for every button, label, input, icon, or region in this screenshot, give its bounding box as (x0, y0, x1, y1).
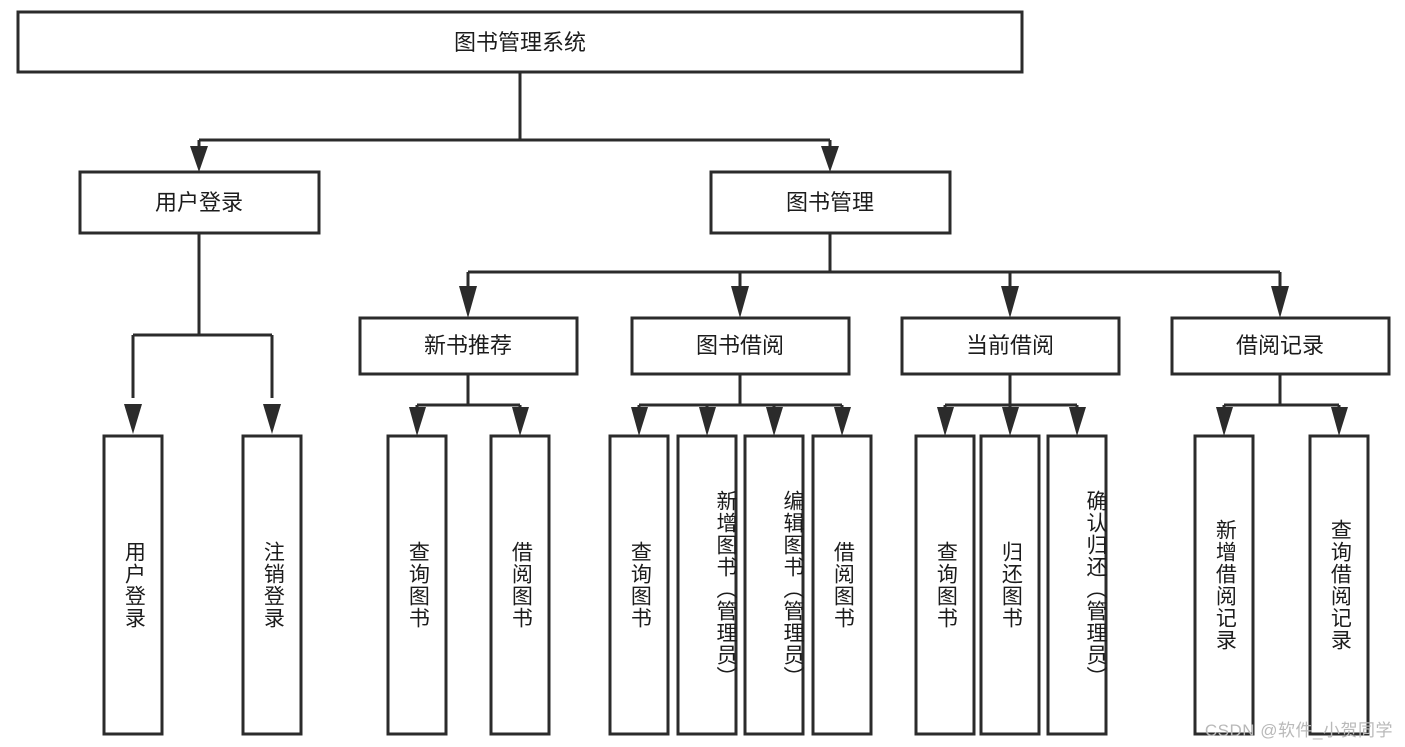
arrow-record-leaf-1 (1216, 407, 1233, 436)
arrow-to-book-manage (821, 146, 839, 172)
node-current-borrow-box[interactable] (900, 316, 1121, 376)
node-leaf-query-book-1-box[interactable] (386, 434, 448, 736)
node-leaf-borrow-book-1-box[interactable] (489, 434, 551, 736)
arrow-newbook-leaf-2 (512, 407, 529, 436)
node-leaf-borrow-book-2-box[interactable] (811, 434, 873, 736)
arrow-to-borrow (731, 286, 749, 318)
node-book-manage-label: 图书管理 (786, 190, 874, 215)
node-leaf-query-record-box[interactable] (1308, 434, 1370, 736)
connector-group-root (190, 72, 839, 172)
node-book-manage-box[interactable] (709, 170, 952, 235)
connector-group-book-manage (459, 233, 1289, 318)
node-new-book-box[interactable] (358, 316, 579, 376)
node-book-borrow-label: 图书借阅 (696, 333, 784, 358)
node-leaf-add-book-box[interactable] (676, 434, 738, 736)
node-user-login-label: 用户登录 (155, 190, 243, 215)
arrow-user-leaf-2 (263, 404, 281, 434)
arrow-record-leaf-2 (1331, 407, 1348, 436)
connector-group-borrow-record (1216, 374, 1348, 436)
node-leaf-logout-box[interactable] (241, 434, 303, 736)
node-borrow-record-box[interactable] (1170, 316, 1391, 376)
node-user-login-box[interactable] (78, 170, 321, 235)
arrow-current-leaf-3 (1069, 407, 1086, 436)
arrow-borrow-leaf-4 (834, 407, 851, 436)
node-leaf-edit-book-box[interactable] (743, 434, 805, 736)
connector-group-new-book (409, 374, 529, 436)
node-leaf-query-book-2-box[interactable] (608, 434, 670, 736)
arrow-to-current-borrow (1001, 286, 1019, 318)
arrow-to-user-login (190, 146, 208, 172)
node-borrow-record-label: 借阅记录 (1236, 333, 1324, 358)
arrow-to-new-book (459, 286, 477, 318)
arrow-borrow-leaf-3 (766, 407, 783, 436)
arrow-user-leaf-1 (124, 404, 142, 434)
node-current-borrow-label: 当前借阅 (966, 333, 1054, 358)
node-leaf-query-book-3-box[interactable] (914, 434, 976, 736)
watermark-text: CSDN @软件_小贺同学 (1204, 721, 1393, 740)
connector-group-book-borrow (631, 374, 851, 436)
node-leaf-return-book-box[interactable] (979, 434, 1041, 736)
connector-group-user-login (124, 233, 281, 434)
node-leaf-confirm-return-box[interactable] (1046, 434, 1108, 736)
arrow-borrow-leaf-1 (631, 407, 648, 436)
node-root-box[interactable] (16, 10, 1024, 74)
arrow-to-borrow-record (1271, 286, 1289, 318)
node-book-borrow-box[interactable] (630, 316, 851, 376)
node-leaf-user-login-box[interactable] (102, 434, 164, 736)
node-new-book-label: 新书推荐 (424, 333, 512, 358)
node-root-label: 图书管理系统 (454, 30, 586, 55)
node-leaf-add-record-box[interactable] (1193, 434, 1255, 736)
arrow-current-leaf-2 (1002, 407, 1019, 436)
arrow-newbook-leaf-1 (409, 407, 426, 436)
connector-group-current-borrow (937, 374, 1086, 436)
arrow-current-leaf-1 (937, 407, 954, 436)
arrow-borrow-leaf-2 (699, 407, 716, 436)
